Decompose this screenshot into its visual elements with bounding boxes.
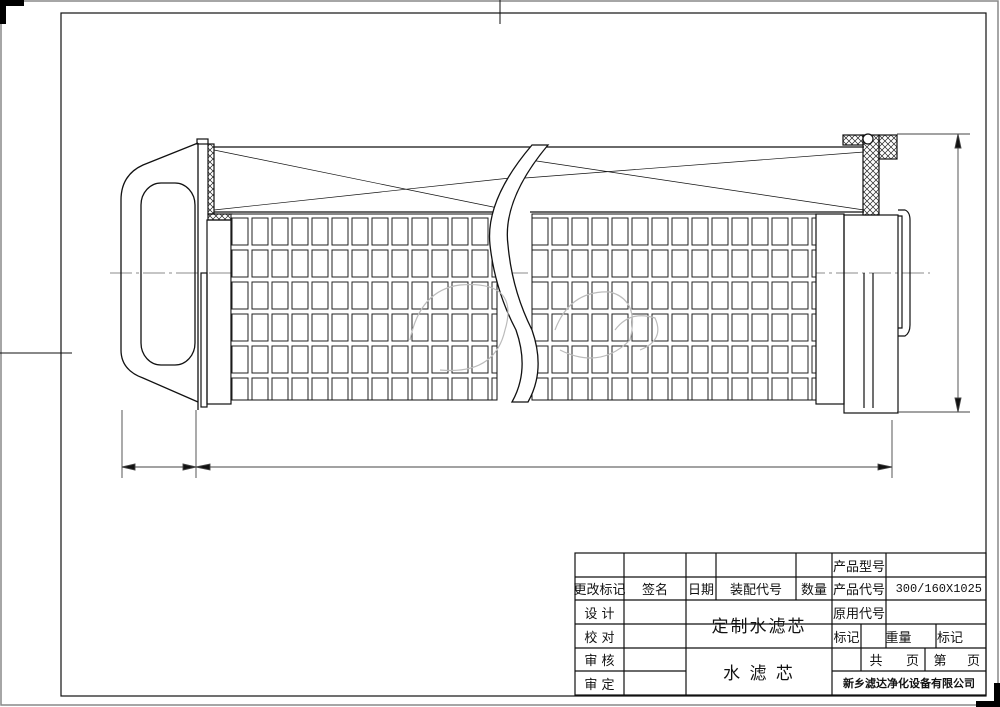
weight-label: 重量 bbox=[885, 630, 912, 646]
pages-unit-2: 页 bbox=[966, 654, 980, 669]
scale-label: 标记 bbox=[936, 630, 963, 646]
quantity-label: 数量 bbox=[800, 583, 827, 598]
page-number-label: 第 bbox=[933, 654, 947, 669]
design-label: 设 计 bbox=[584, 606, 615, 622]
watermark-logo bbox=[409, 283, 659, 372]
assembly-code-label: 装配代号 bbox=[729, 583, 782, 598]
right-end-cap bbox=[815, 133, 911, 414]
left-handle bbox=[120, 142, 199, 410]
signature-label: 签名 bbox=[641, 583, 668, 598]
break-line bbox=[488, 144, 550, 403]
pages-unit-1: 页 bbox=[905, 654, 919, 669]
total-pages-label: 共 bbox=[869, 654, 883, 669]
outer-tube bbox=[213, 146, 865, 213]
mesh-body bbox=[230, 213, 817, 401]
title-block-grid bbox=[574, 552, 987, 696]
dimension-lines bbox=[121, 133, 970, 478]
product-model-value bbox=[886, 553, 986, 577]
company-name: 新乡滤达净化设备有限公司 bbox=[843, 677, 975, 690]
mark-label: 标记 bbox=[833, 630, 860, 646]
product-model-label: 产品型号 bbox=[832, 559, 885, 575]
approve-label: 审 定 bbox=[584, 677, 615, 693]
check-label: 校 对 bbox=[584, 630, 615, 646]
title-block: 产品型号 更改标记 签名 日期 装配代号 数量 产品代号 300/160X102… bbox=[573, 553, 986, 695]
drawing-title: 定制水滤芯 bbox=[711, 616, 807, 637]
part-name: 水 滤 芯 bbox=[723, 664, 795, 684]
review-label: 审 核 bbox=[584, 654, 615, 669]
product-code-value: 300/160X1025 bbox=[895, 581, 982, 596]
date-label: 日期 bbox=[687, 583, 714, 598]
original-code-label: 原用代号 bbox=[832, 606, 885, 622]
change-mark-label: 更改标记 bbox=[573, 583, 626, 598]
product-code-label: 产品代号 bbox=[832, 583, 885, 598]
